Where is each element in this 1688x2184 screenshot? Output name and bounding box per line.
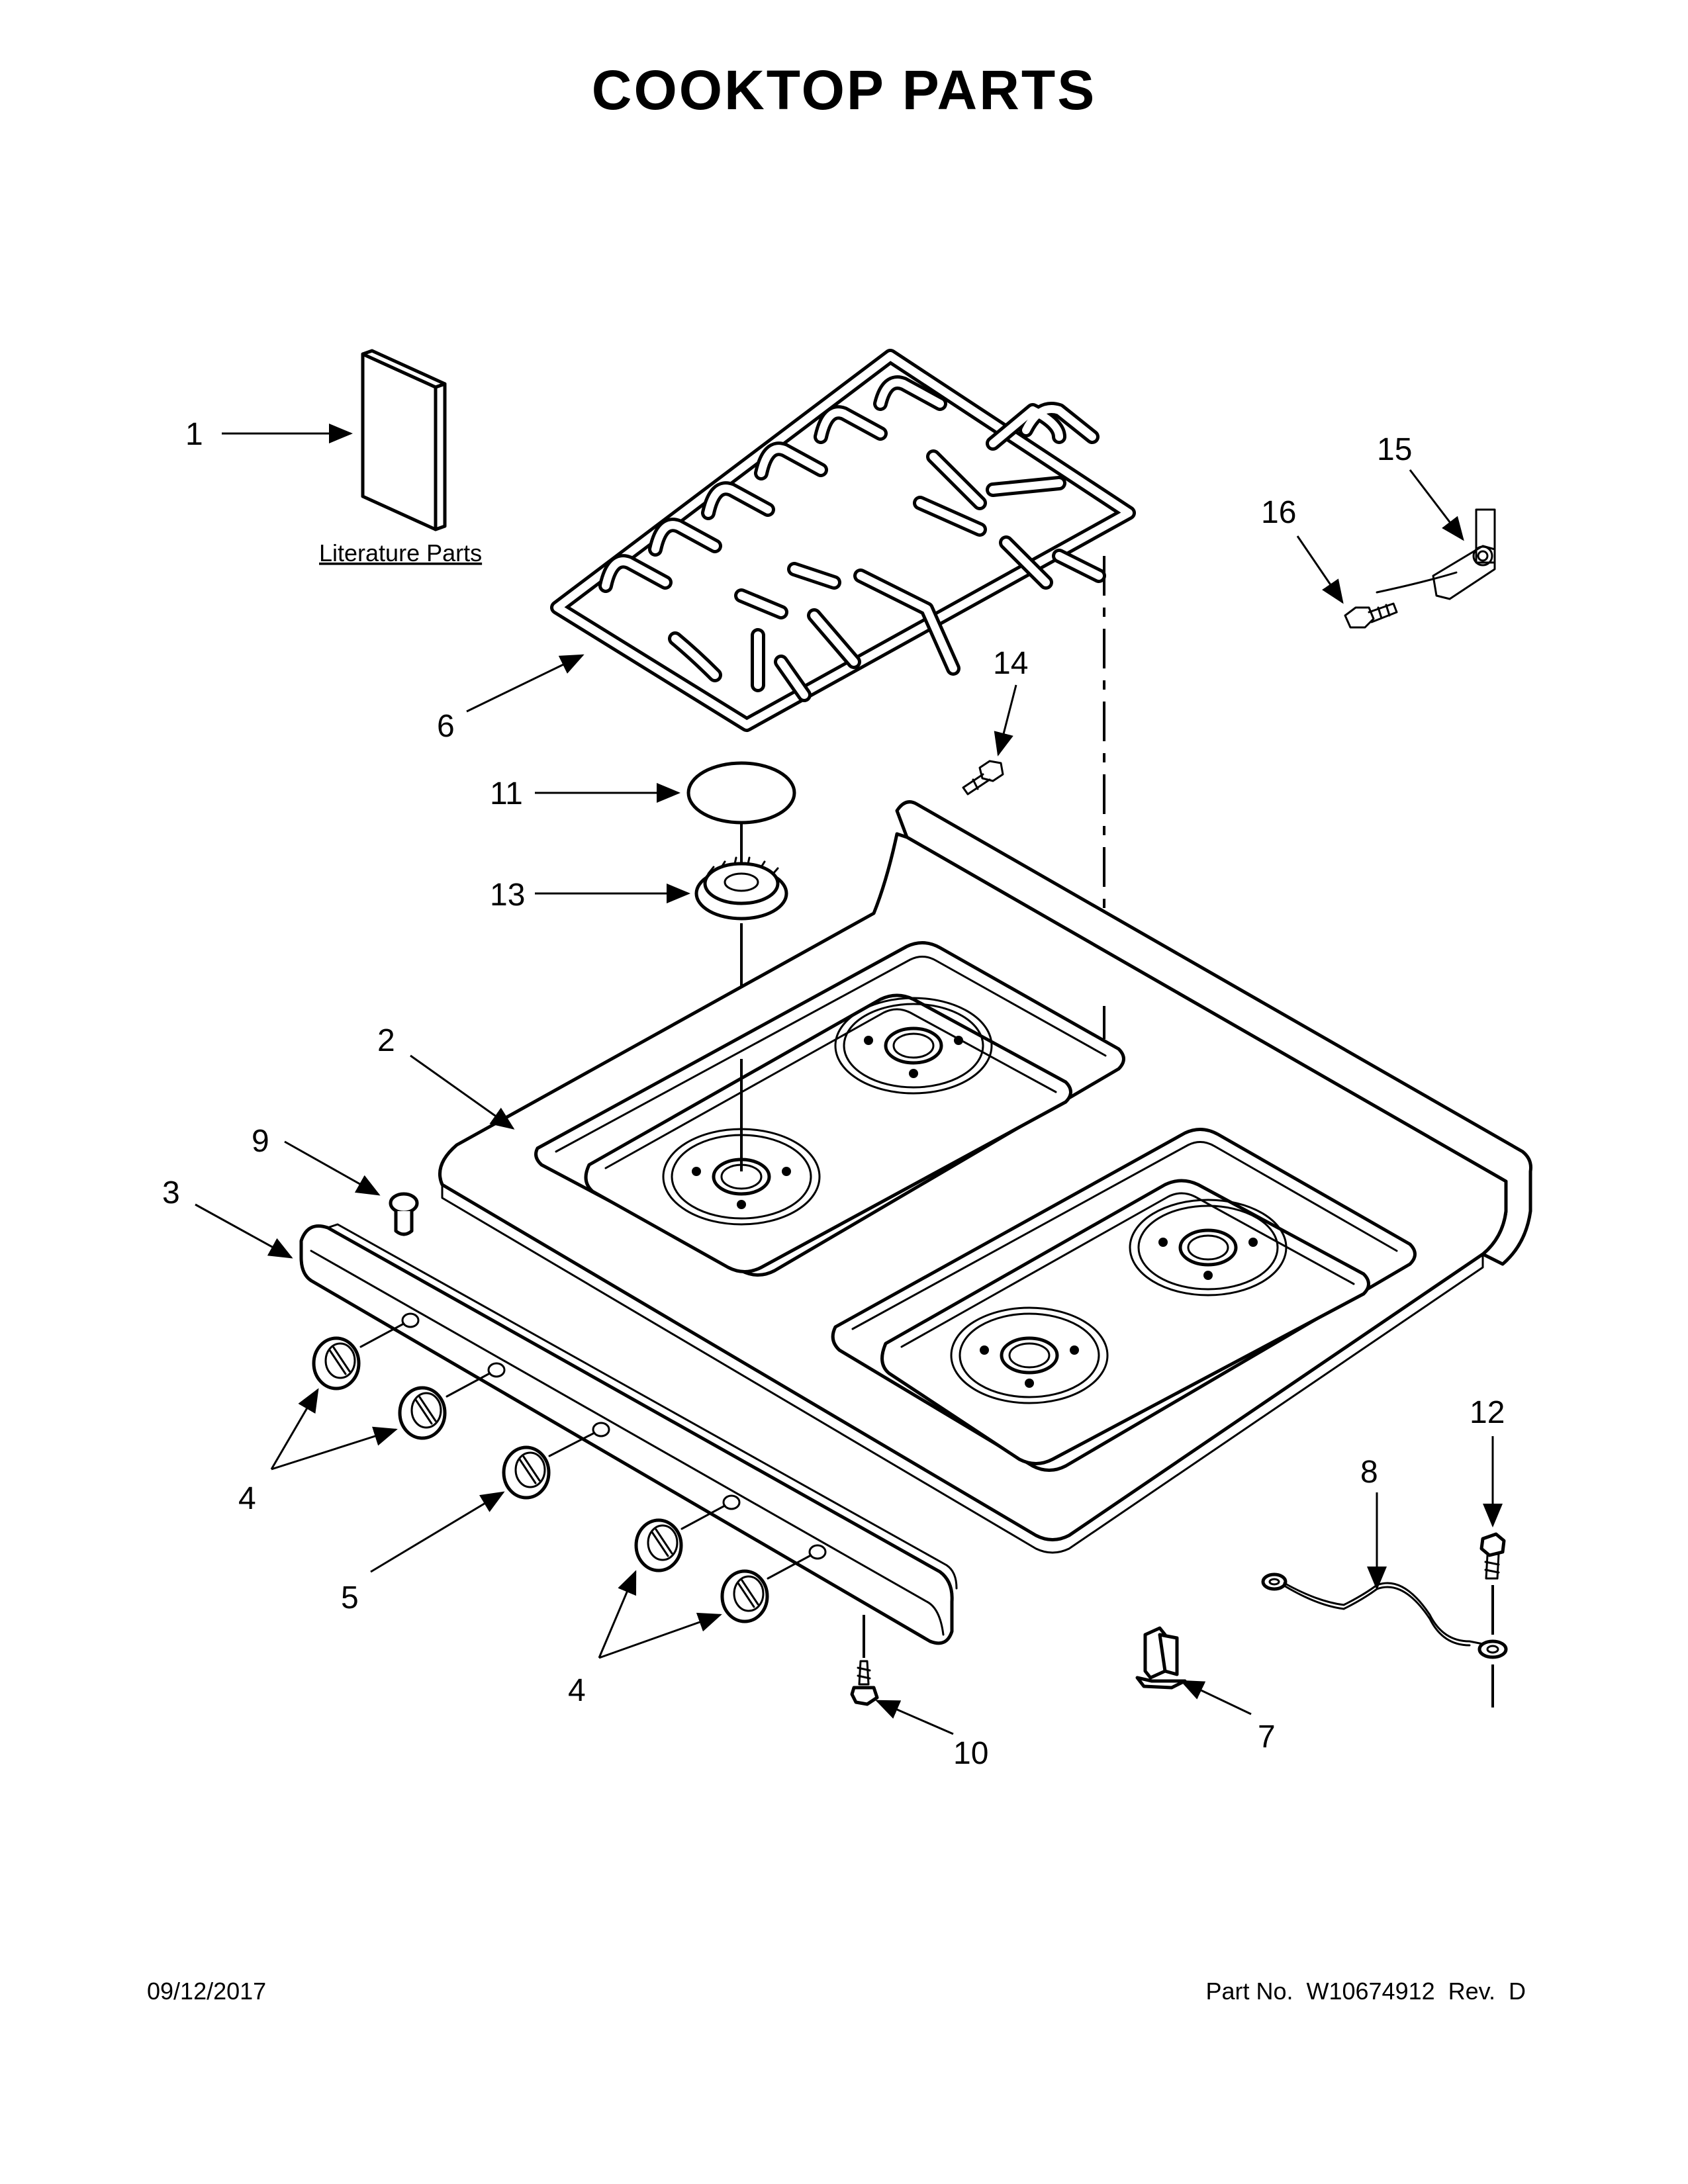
leader-10	[875, 1700, 954, 1735]
callout-7: 7	[1258, 1719, 1276, 1754]
leader-6	[466, 654, 585, 713]
callout-10: 10	[953, 1736, 988, 1771]
leader-4b	[598, 1612, 722, 1659]
callout-12: 12	[1470, 1395, 1505, 1430]
burner-front-right	[950, 1306, 1109, 1404]
callout-9: 9	[252, 1124, 269, 1159]
bumper	[389, 1192, 419, 1236]
callout-16: 16	[1261, 495, 1296, 530]
ground-screw	[1479, 1532, 1506, 1707]
burner-rear-left	[834, 997, 993, 1095]
leader-7	[1180, 1680, 1252, 1715]
knob	[634, 1518, 683, 1572]
footer-date: 09/12/2017	[147, 1978, 267, 2005]
callout-13: 13	[490, 878, 525, 913]
leader-9	[284, 1140, 381, 1196]
callout-11: 11	[490, 776, 523, 811]
page-title: COOKTOP PARTS	[591, 59, 1097, 121]
screw-14	[962, 760, 1004, 796]
leader-2	[410, 1054, 515, 1130]
callout-3: 3	[162, 1175, 180, 1210]
leader-4a	[270, 1388, 319, 1470]
callout-6: 6	[437, 709, 455, 744]
burner-rear-right	[1129, 1199, 1288, 1297]
clip	[1135, 1626, 1187, 1690]
panel-hole	[722, 1494, 741, 1510]
callout-8: 8	[1360, 1455, 1378, 1490]
ignitor-bracket	[1376, 508, 1496, 600]
leader-4b	[598, 1570, 637, 1659]
callout-1: 1	[185, 417, 203, 452]
knob	[312, 1336, 361, 1390]
ground-wire	[1261, 1572, 1508, 1659]
control-panel	[299, 1223, 958, 1645]
panel-hole	[487, 1362, 506, 1378]
knob	[502, 1445, 551, 1500]
callout-2: 2	[377, 1023, 395, 1058]
literature-booklet	[361, 349, 447, 531]
literature-parts-label: Literature Parts	[319, 539, 482, 567]
burner-grate	[550, 349, 1136, 732]
knob	[398, 1386, 447, 1440]
callout-4a: 4	[238, 1481, 256, 1516]
panel-hole	[592, 1422, 610, 1437]
callout-4b: 4	[568, 1673, 586, 1708]
ignitor-screw	[1344, 602, 1398, 629]
callout-14: 14	[993, 646, 1028, 681]
leader-3	[195, 1203, 293, 1259]
burner-cap	[686, 761, 796, 825]
leader-5	[370, 1491, 505, 1573]
knob	[720, 1569, 769, 1623]
footer-part-number: Part No. W10674912 Rev. D	[1205, 1978, 1526, 2005]
leader-4a	[271, 1426, 398, 1471]
burner-base	[694, 856, 788, 921]
panel-screw	[850, 1615, 879, 1706]
panel-hole	[401, 1312, 420, 1328]
leader-14	[994, 684, 1017, 756]
main-cooktop	[438, 800, 1532, 1554]
callout-5: 5	[341, 1580, 359, 1615]
panel-hole	[808, 1544, 827, 1560]
leader-15	[1409, 469, 1464, 541]
callout-15: 15	[1377, 432, 1412, 467]
leader-16	[1296, 535, 1344, 604]
knob-shafts	[359, 1322, 812, 1580]
